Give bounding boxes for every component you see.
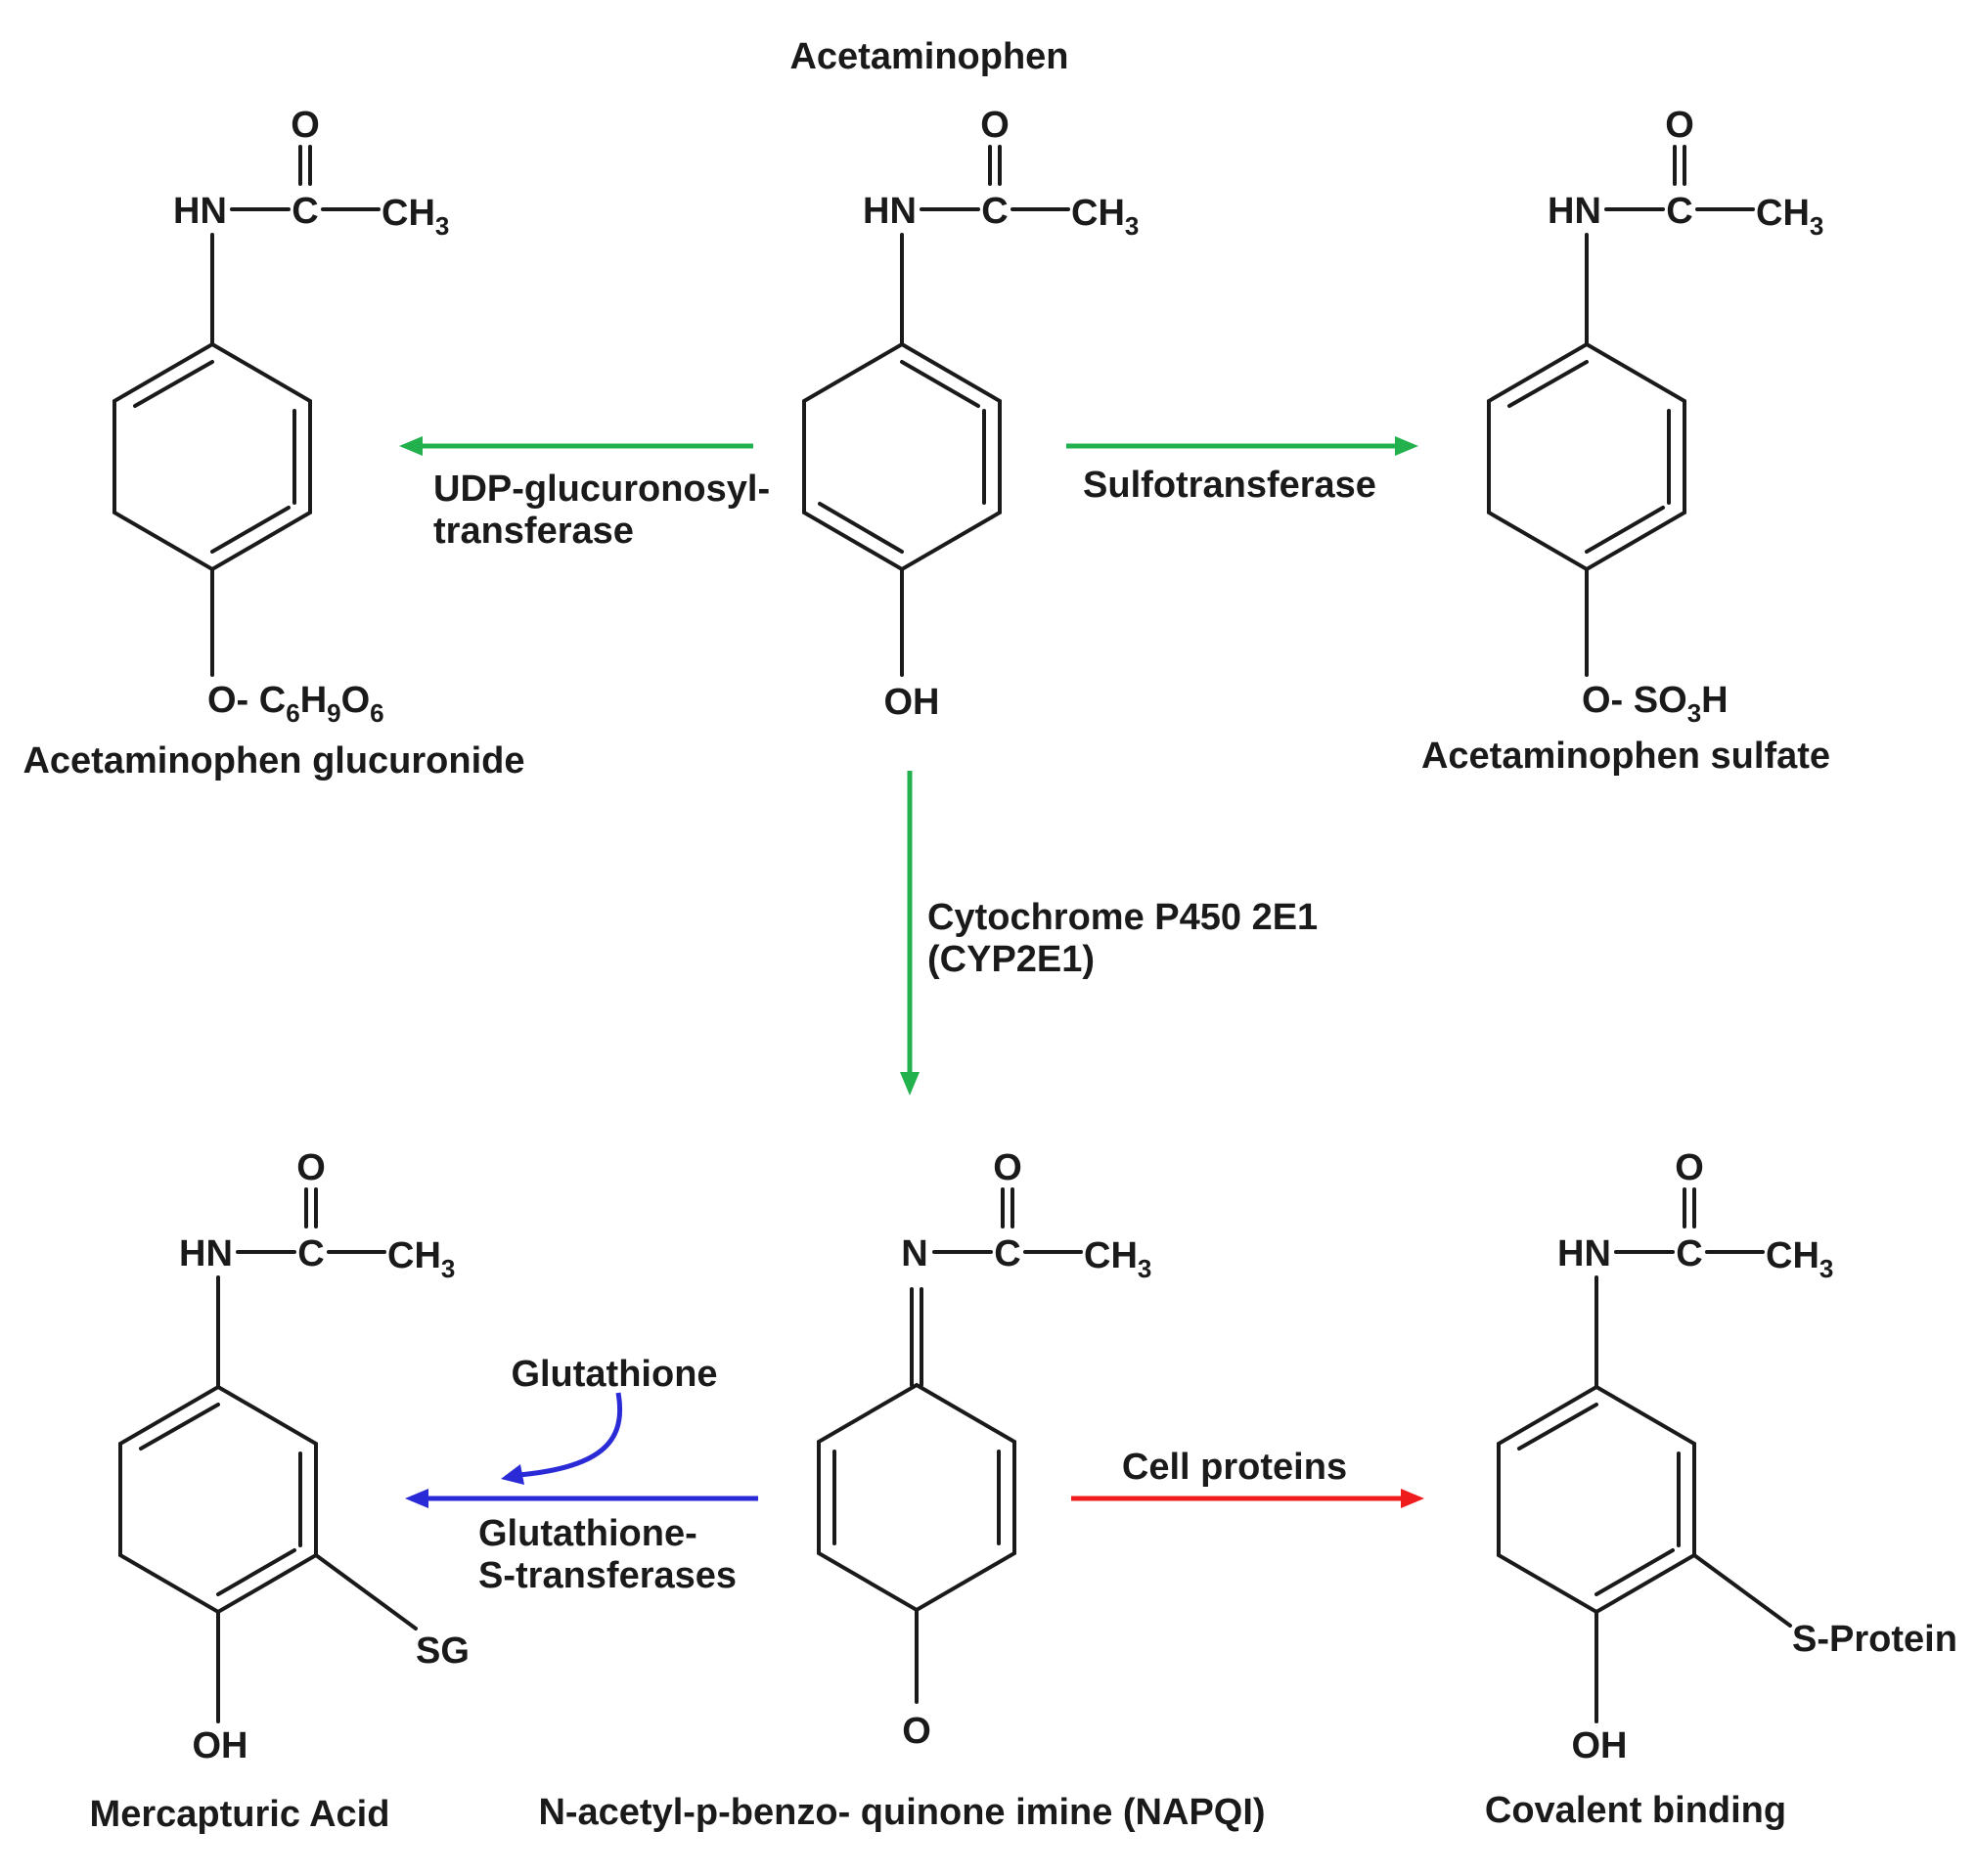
benzene-ring — [802, 341, 1002, 572]
atom-hn: HN — [179, 1233, 233, 1274]
compound-name-mercapturic: Mercapturic Acid — [90, 1794, 390, 1835]
atom-c: C — [292, 191, 318, 232]
enzyme-cyp-line2: (CYP2E1) — [927, 939, 1095, 980]
atom-s-protein: S-Protein — [1792, 1619, 1957, 1660]
bond — [314, 1553, 418, 1630]
arrow-glutathione-input — [501, 1392, 623, 1485]
reagent-cell-proteins: Cell proteins — [1122, 1447, 1347, 1488]
benzene-ring — [118, 1384, 318, 1615]
quinone-ring — [817, 1382, 1016, 1613]
compound-mercapturic-acid: O HN C CH3 SG OH Mercapturic Acid — [90, 1147, 470, 1835]
compound-name-glucuronide: Acetaminophen glucuronide — [22, 740, 524, 782]
enzyme-ugt-line1: UDP-glucuronosyl- — [433, 469, 770, 510]
compound-name-sulfate: Acetaminophen sulfate — [1421, 736, 1830, 777]
enzyme-cyp-line1: Cytochrome P450 2E1 — [927, 897, 1318, 938]
atom-oh: OH — [1572, 1725, 1628, 1766]
atom-c: C — [1676, 1233, 1702, 1274]
enzyme-sult: Sulfotransferase — [1083, 465, 1376, 506]
compound-covalent-binding: O HN C CH3 S-Protein OH Covalent binding — [1485, 1147, 1957, 1831]
atom-o: O — [993, 1147, 1022, 1188]
atom-sg: SG — [416, 1630, 470, 1672]
atom-ch3: CH3 — [1756, 193, 1823, 241]
benzene-ring — [112, 341, 312, 572]
atom-hn: HN — [173, 191, 227, 232]
atom-oh: OH — [884, 682, 940, 723]
atom-c: C — [981, 191, 1008, 232]
compound-sulfate: O HN C CH3 O- SO3H Acetaminophen sulfate — [1421, 105, 1830, 777]
atom-c: C — [994, 1233, 1020, 1274]
reagent-glutathione: Glutathione — [511, 1354, 717, 1395]
atom-o: O — [1675, 1147, 1704, 1188]
compound-acetaminophen: Acetaminophen O HN C CH3 OH — [789, 36, 1139, 723]
atom-hn: HN — [1548, 191, 1601, 232]
benzene-ring — [1497, 1384, 1696, 1615]
compound-napqi: O N C CH3 O N-acetyl-p-benzo- quinone im… — [538, 1147, 1265, 1833]
benzene-ring — [1487, 341, 1686, 572]
atom-ch3: CH3 — [382, 193, 449, 241]
atom-o-sulfate: O- SO3H — [1582, 680, 1729, 728]
atom-c: C — [297, 1233, 324, 1274]
atom-ch3: CH3 — [1084, 1235, 1151, 1283]
bond — [1692, 1553, 1792, 1628]
atom-ch3: CH3 — [387, 1235, 455, 1283]
atom-hn: HN — [1557, 1233, 1611, 1274]
arrow-gst — [405, 1489, 758, 1508]
atom-ch3: CH3 — [1766, 1235, 1833, 1283]
arrow-cell-proteins — [1071, 1489, 1424, 1508]
enzyme-gst-line2: S-transferases — [478, 1555, 737, 1596]
enzyme-gst-line1: Glutathione- — [478, 1513, 697, 1554]
atom-ch3: CH3 — [1071, 193, 1139, 241]
atom-o: O — [291, 105, 320, 146]
arrow-ugt — [399, 436, 753, 456]
compound-name-napqi: N-acetyl-p-benzo- quinone imine (NAPQI) — [538, 1792, 1265, 1833]
compound-glucuronide: O HN C CH3 O- C6H9O6 Acetaminophen glucu… — [22, 105, 524, 782]
atom-o: O — [296, 1147, 326, 1188]
arrow-cyp2e1 — [900, 771, 920, 1095]
atom-hn: HN — [863, 191, 917, 232]
atom-o-bottom: O — [902, 1711, 931, 1752]
atom-c: C — [1666, 191, 1692, 232]
enzyme-ugt-line2: transferase — [433, 511, 634, 552]
atom-o: O — [1665, 105, 1694, 146]
atom-o: O — [980, 105, 1010, 146]
atom-o-glucuronide: O- C6H9O6 — [207, 680, 384, 728]
atom-oh: OH — [193, 1725, 248, 1766]
compound-name-acetaminophen: Acetaminophen — [789, 36, 1068, 77]
atom-n: N — [901, 1233, 927, 1274]
compound-name-covalent: Covalent binding — [1485, 1790, 1786, 1831]
arrow-sult — [1066, 436, 1418, 456]
